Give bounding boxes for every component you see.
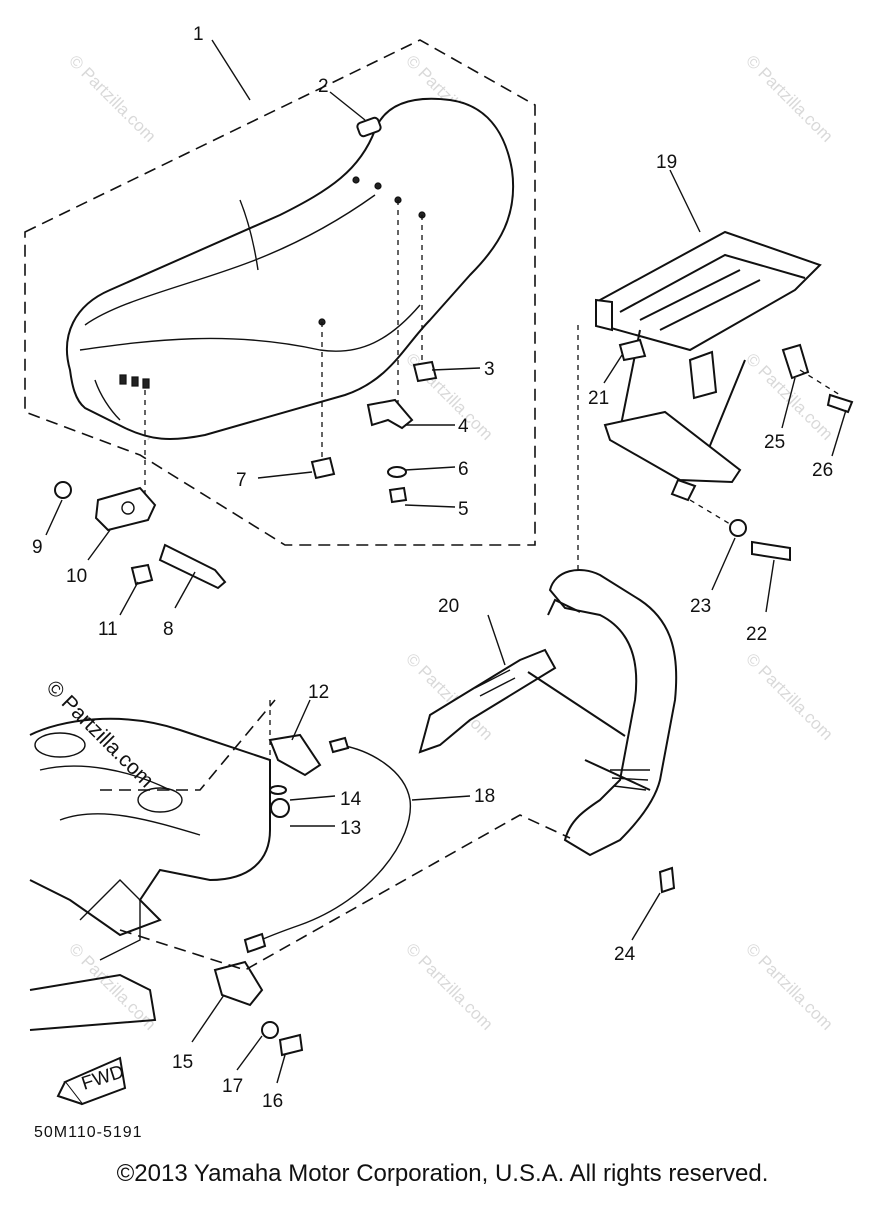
callout-5: 5 [458, 499, 469, 520]
watermark: © Partzilla.com [65, 51, 159, 145]
callout-4: 4 [458, 416, 469, 437]
callout-23: 23 [690, 596, 711, 617]
seat-bracket [54, 481, 227, 590]
frame-drawing [29, 717, 322, 1057]
seat-hardware [310, 360, 438, 504]
leader-line [119, 814, 571, 971]
callout-24: 24 [614, 944, 636, 965]
watermark: © Partzilla.com [402, 349, 496, 443]
callout-12: 12 [308, 682, 329, 703]
callout-19: 19 [656, 152, 677, 173]
callout-7: 7 [236, 470, 247, 491]
callout-13: 13 [340, 818, 361, 839]
callout-9: 9 [32, 537, 43, 558]
watermark: © Partzilla.com [402, 939, 496, 1033]
callout-25: 25 [764, 432, 785, 453]
callout-2: 2 [318, 76, 329, 97]
callout-17: 17 [222, 1076, 243, 1097]
callout-14: 14 [340, 789, 362, 810]
watermark: © Partzilla.com [742, 51, 836, 145]
callout-3: 3 [484, 359, 495, 380]
leader-line [100, 699, 276, 791]
watermark: © Partzilla.com [742, 939, 836, 1033]
callout-8: 8 [163, 619, 174, 640]
callout-11: 11 [98, 619, 118, 640]
callout-22: 22 [746, 624, 767, 645]
backrest-drawing [418, 569, 678, 857]
copyright-notice: ©2013 Yamaha Motor Corporation, U.S.A. A… [116, 1160, 769, 1187]
callout-26: 26 [812, 460, 833, 481]
watermark: © Partzilla.com [742, 649, 836, 743]
cable-drawing [249, 744, 412, 946]
callout-15: 15 [172, 1052, 193, 1073]
callout-16: 16 [262, 1091, 283, 1112]
seat-assembly-outline [24, 39, 536, 546]
callout-20: 20 [438, 596, 459, 617]
seat-drawing [65, 97, 515, 441]
grab-bar-drawing [595, 230, 822, 502]
callout-21: 21 [588, 388, 609, 409]
callout-1: 1 [193, 24, 204, 45]
fwd-arrow-icon: FWD [56, 1056, 127, 1106]
callout-numbers: 1 2 3 4 5 6 7 8 9 10 11 12 13 14 15 16 1… [32, 24, 833, 1112]
diagram-code: 50M110-5191 [34, 1124, 143, 1141]
rack-hardware [658, 393, 854, 894]
callout-6: 6 [458, 459, 469, 480]
callout-leaders [45, 39, 847, 1084]
callout-18: 18 [474, 786, 495, 807]
callout-10: 10 [66, 566, 87, 587]
